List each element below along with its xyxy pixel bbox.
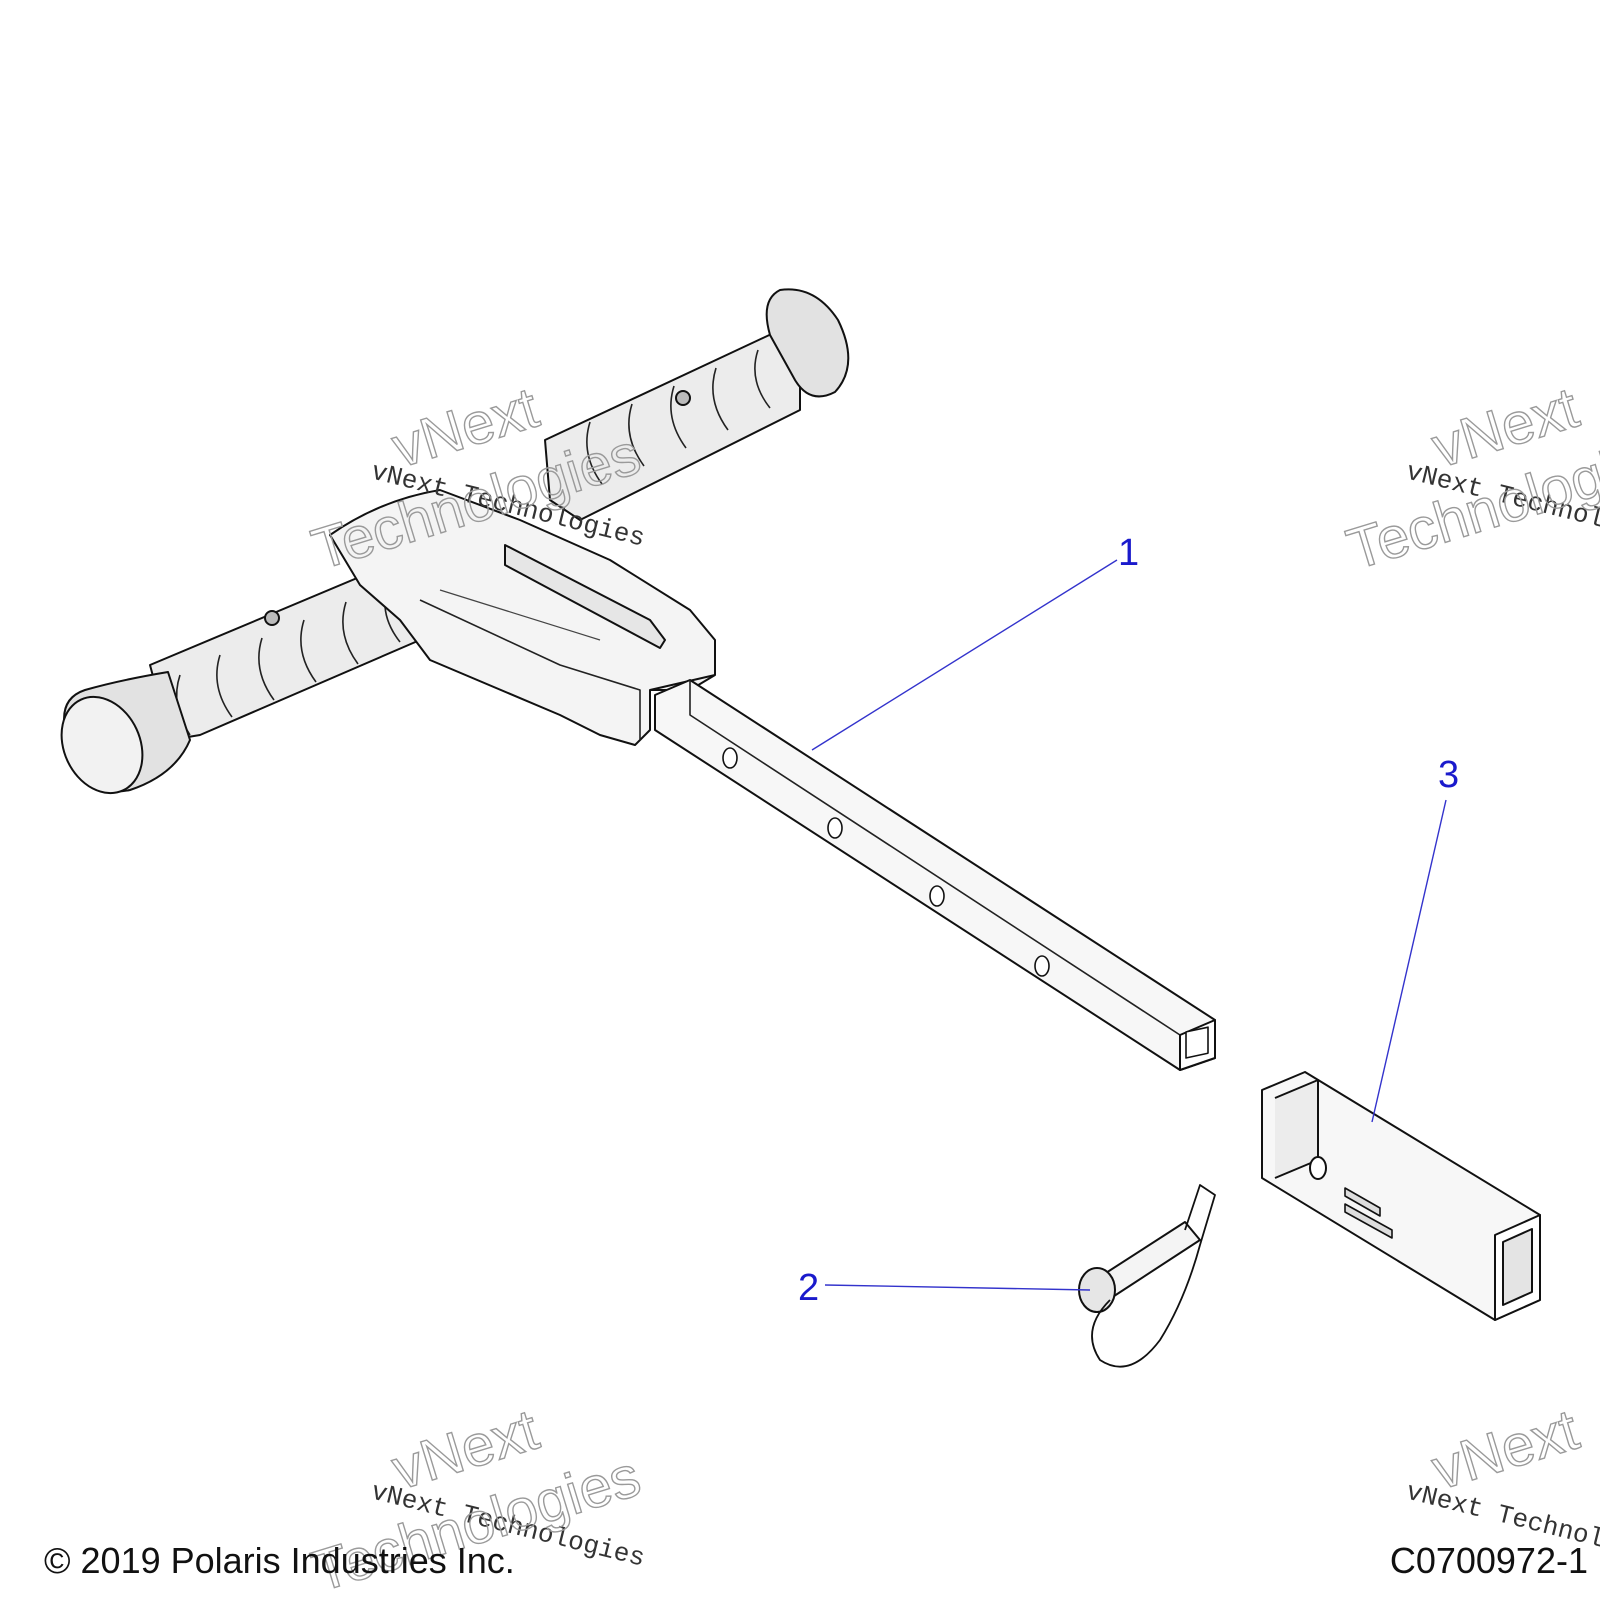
leader-line-3 xyxy=(1371,799,1447,1123)
left-grip-hole xyxy=(264,610,280,626)
callout-1: 1 xyxy=(1118,532,1139,574)
leader-lines xyxy=(811,559,1447,1291)
shaft-holes xyxy=(722,747,1050,977)
sleeve-pin-hole xyxy=(1309,1156,1327,1180)
callout-3: 3 xyxy=(1438,754,1459,796)
sleeve-slots xyxy=(1344,1187,1393,1239)
receiver-sleeve-part xyxy=(1261,1071,1541,1321)
leader-line-2 xyxy=(824,1284,1091,1291)
leader-line-1 xyxy=(811,559,1118,751)
hitch-pin-part xyxy=(1078,1184,1216,1368)
right-knob xyxy=(765,288,850,398)
drawing-number: C0700972-1 xyxy=(1389,1540,1588,1581)
copyright-notice: © 2019 Polaris Industries Inc. xyxy=(44,1540,515,1581)
callout-2: 2 xyxy=(798,1267,819,1309)
watermark-top-right: vNext Technologies vNext Technologies xyxy=(1339,374,1600,583)
right-grip-ribs xyxy=(586,349,771,485)
t-handle-part xyxy=(60,288,1216,1071)
pin-clip xyxy=(1091,1184,1216,1368)
right-grip-hole xyxy=(675,390,691,406)
watermark-text: vNext xyxy=(1425,1397,1586,1503)
handle-hub xyxy=(329,489,716,746)
